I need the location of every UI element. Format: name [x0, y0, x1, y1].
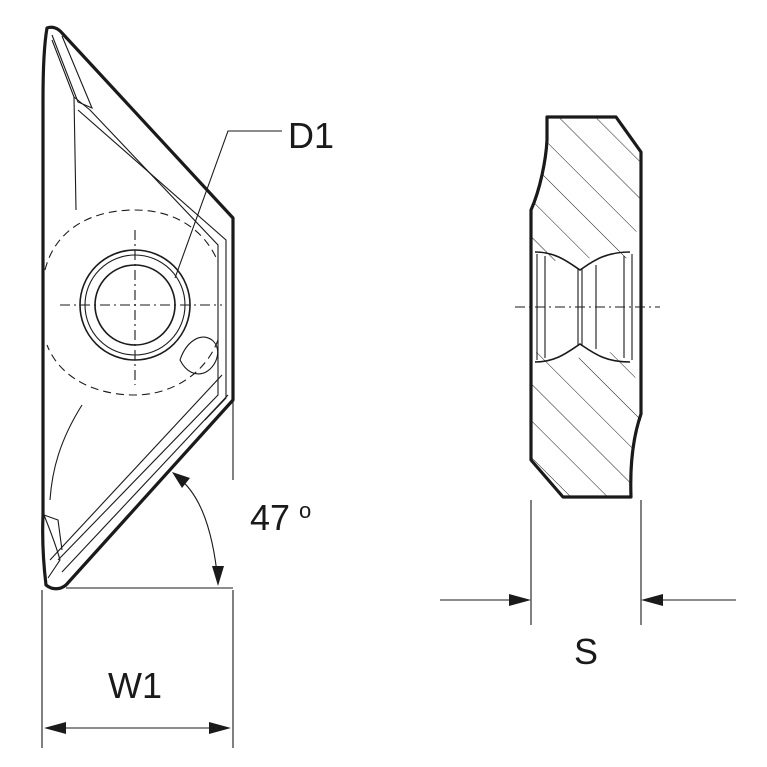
- lower-face-curve: [49, 404, 83, 501]
- hole-top-boundary: [534, 251, 631, 271]
- insert-front-view: [41, 25, 282, 591]
- insert-section-view: [515, 115, 660, 499]
- hole-bottom-boundary: [534, 343, 631, 363]
- angle-dimension: [66, 400, 234, 589]
- angle-value-label: 47: [250, 497, 290, 538]
- insert-outline: [41, 25, 235, 591]
- chip-groove: [179, 336, 219, 375]
- countersink-hidden-circle: [44, 209, 219, 396]
- d1-label: D1: [288, 115, 334, 156]
- lower-edge-line-1: [49, 374, 223, 561]
- rake-face-edge: [51, 39, 219, 561]
- lower-edge-line-2: [61, 394, 229, 573]
- top-corner-chamfer: [51, 34, 94, 110]
- w1-label: W1: [108, 665, 162, 706]
- section-outline: [529, 115, 643, 499]
- bottom-corner-chamfer: [43, 514, 63, 579]
- width-dimension: [41, 590, 234, 748]
- degree-symbol: o: [299, 498, 311, 523]
- thickness-dimension: [440, 500, 736, 625]
- s-label: S: [574, 631, 598, 672]
- d1-leader-line: [174, 130, 282, 279]
